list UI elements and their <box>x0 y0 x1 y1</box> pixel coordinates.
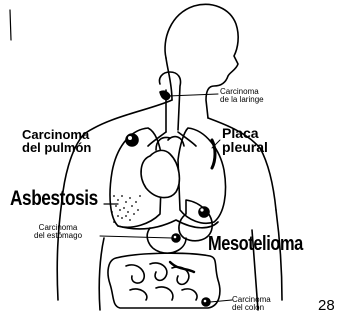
left-arm-inner <box>57 200 62 300</box>
larynx-mark <box>160 91 170 99</box>
label-stomach-carcinoma: Carcinoma del estómago <box>34 224 82 241</box>
label-larynx-carcinoma: Carcinoma de la laringe <box>220 88 264 105</box>
label-lung-carcinoma: Carcinoma del pulmón <box>22 128 91 154</box>
larynx-line <box>168 94 218 96</box>
asbestosis-dots <box>111 195 141 223</box>
mesothelioma-mark <box>199 207 209 217</box>
right-arm-inner <box>276 210 282 300</box>
label-pleural-plaque: Placa pleural <box>222 126 268 154</box>
colon-leader <box>210 300 232 302</box>
label-mesothelioma: Mesotelioma <box>208 234 303 255</box>
stomach-tumor <box>172 234 180 242</box>
label-colon-carcinoma: Carcinoma del colon <box>232 296 271 313</box>
colon-tumor <box>202 298 210 306</box>
page-number: 28 <box>318 298 335 314</box>
lung-tumor <box>126 134 138 146</box>
margin-mark <box>10 10 11 40</box>
heart <box>141 150 179 197</box>
left-torso-side <box>99 238 104 310</box>
stomach-leader <box>100 236 172 238</box>
pleural-plaque <box>212 140 215 168</box>
label-asbestosis: Asbestosis <box>10 188 98 210</box>
